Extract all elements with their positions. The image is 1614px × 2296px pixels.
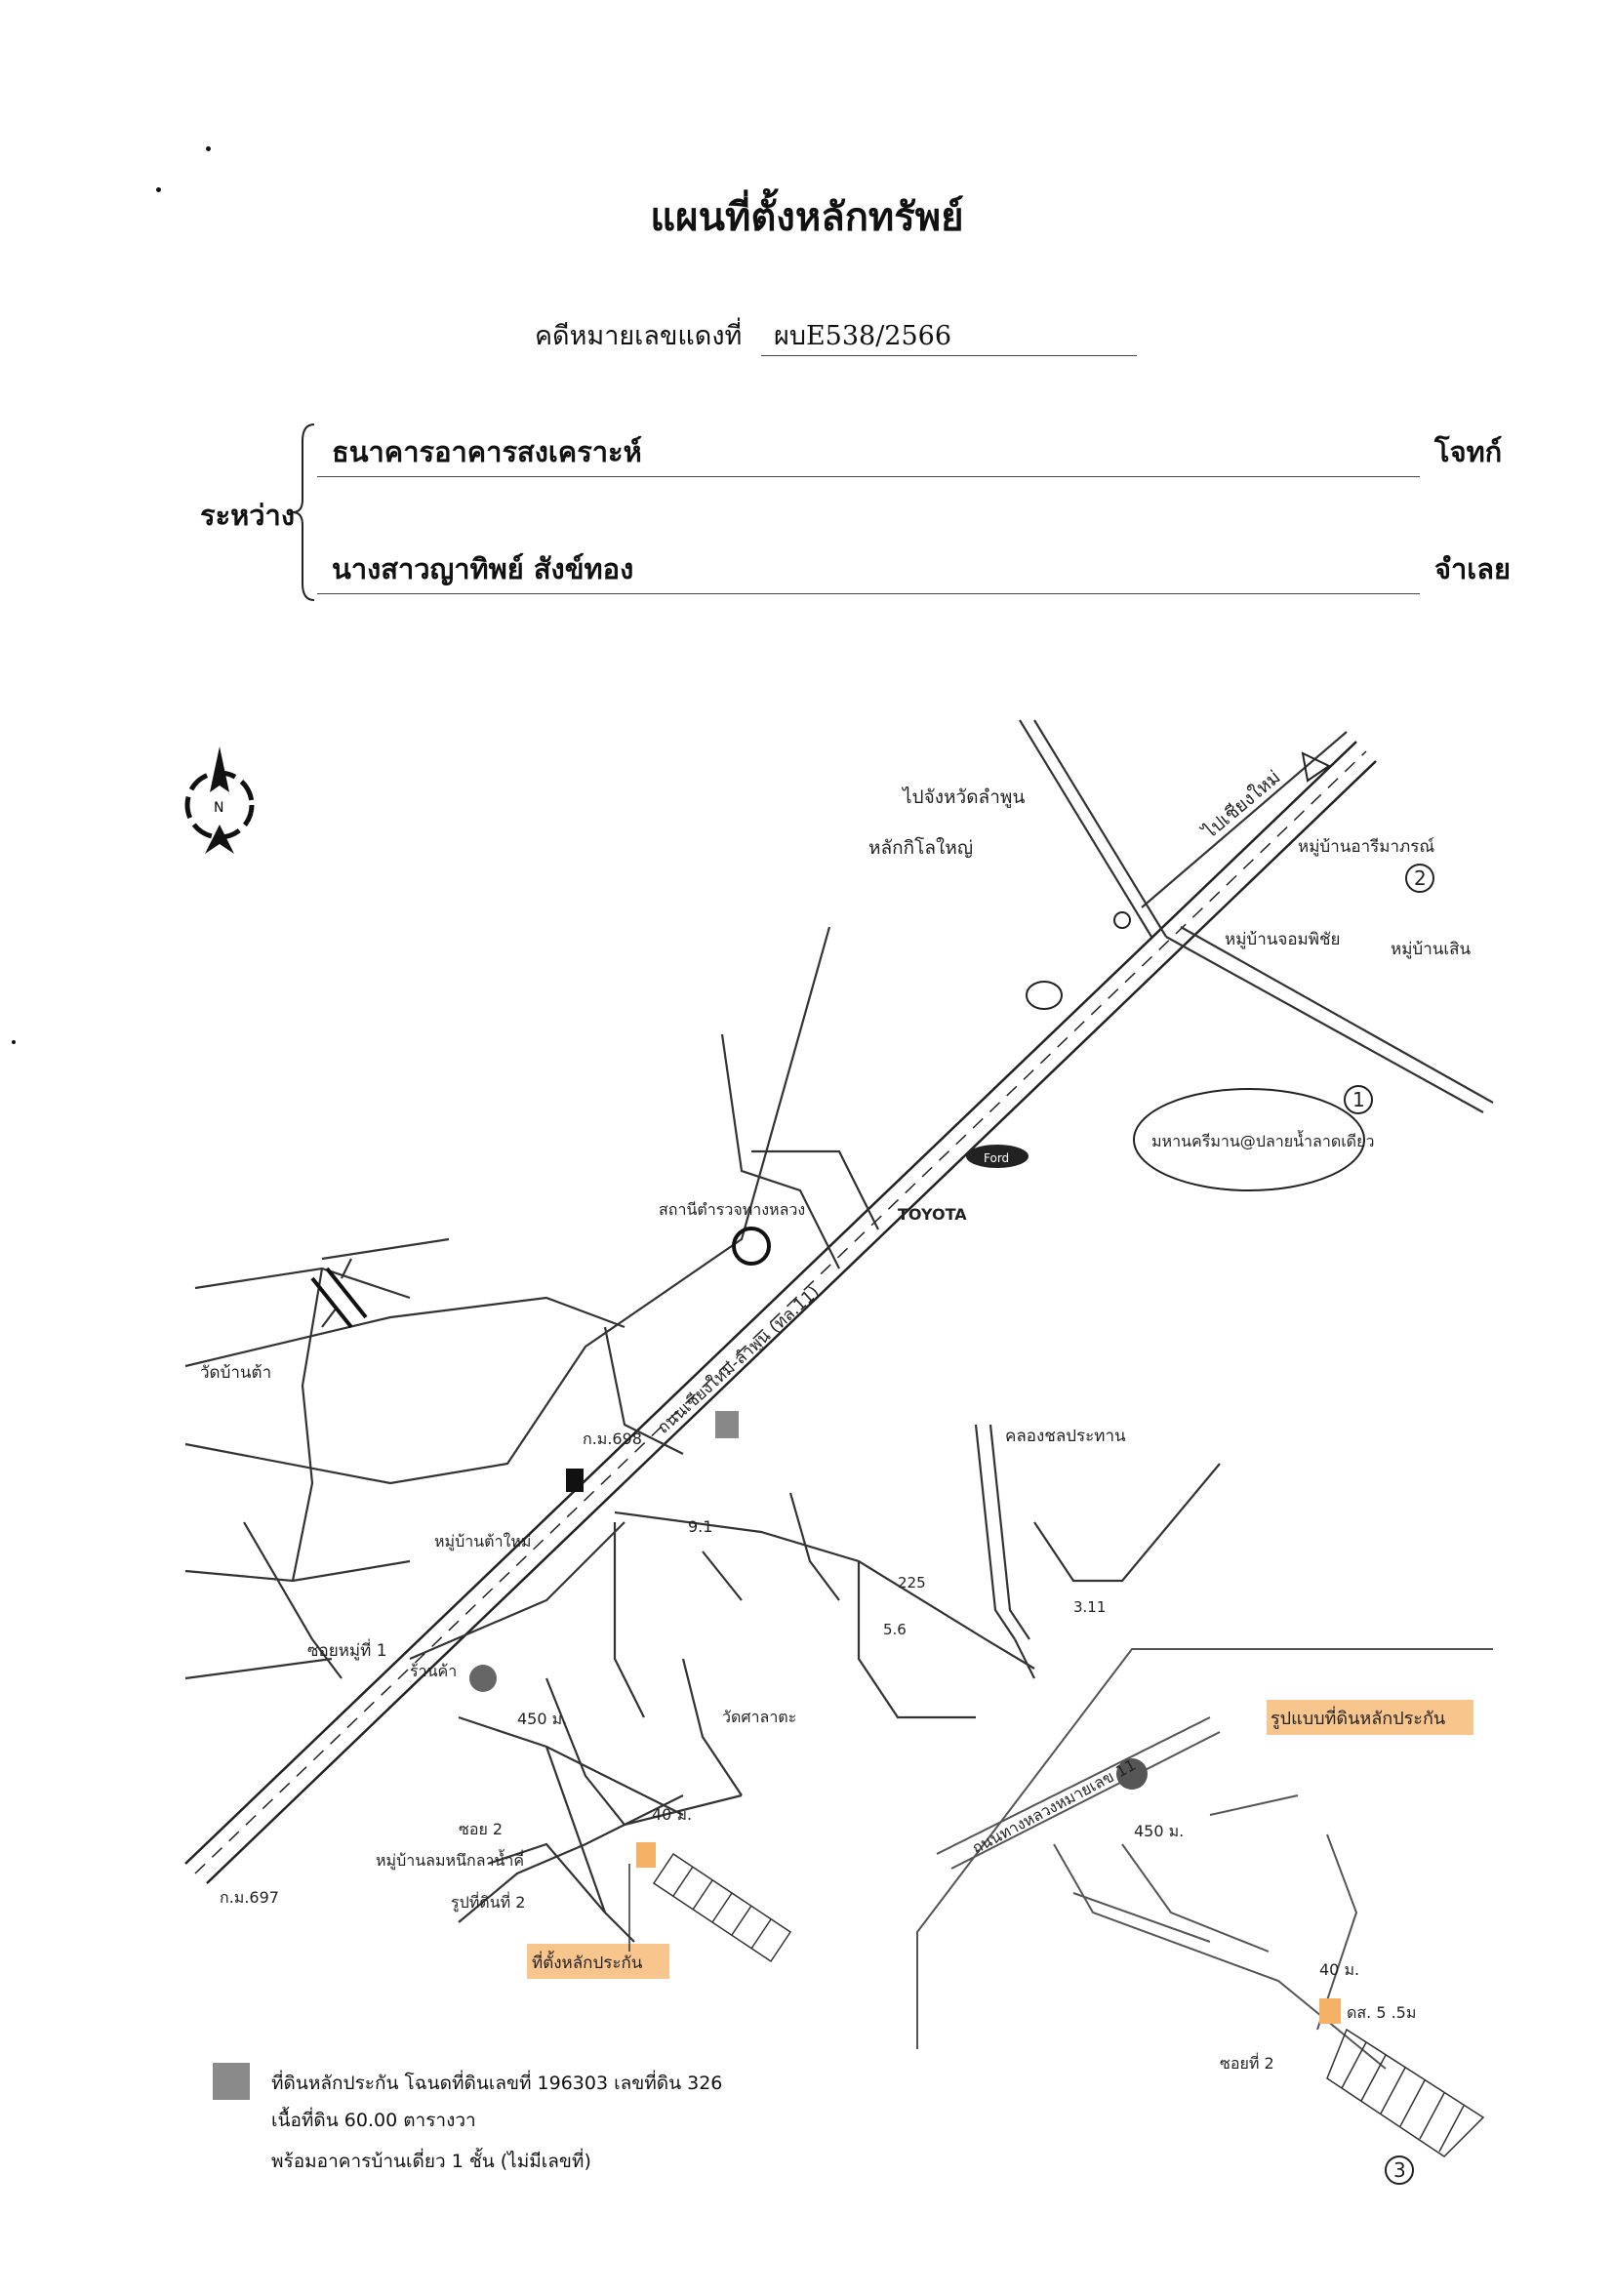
scan-speck — [12, 1040, 16, 1044]
between-brace — [292, 423, 315, 601]
main-property-marker — [636, 1842, 656, 1868]
marker-2-label: 2 — [1414, 866, 1427, 890]
inset-label-dist-40: 40 ม. — [1319, 1960, 1359, 1979]
label-soi-1: ซอยหมู่ที่ 1 — [307, 1638, 387, 1661]
legend-line-1: ที่ดินหลักประกัน โฉนดที่ดินเลขที่ 196303… — [271, 2073, 723, 2094]
plaintiff-name: ธนาคารอาคารสงเคราะห์ — [332, 435, 642, 468]
km-post-icon — [1113, 911, 1131, 929]
label-to-chiangmai: ไปเชียงใหม่ — [1198, 766, 1285, 844]
label-km698: ก.ม.698 — [583, 1430, 642, 1448]
label-to-lamphun: ไปจังหวัดลำพูน — [901, 786, 1025, 808]
landmark-1-ellipse — [1133, 1088, 1365, 1191]
label-km697: ก.ม.697 — [220, 1888, 279, 1907]
marker-3-circle — [1385, 2155, 1414, 2185]
label-village-b: หมู่บ้านจอมพิชัย — [1225, 930, 1340, 949]
label-wat-left: วัดบ้านต้า — [200, 1363, 271, 1383]
north-label: N — [214, 800, 223, 816]
label-road-inset: ถนนทางหลวงหมายเลข 11 — [969, 1755, 1139, 1858]
plaintiff-underline — [317, 476, 1420, 477]
page-title: แผนที่ตั้งหลักทรัพย์ — [650, 194, 964, 240]
temple-icon — [566, 1469, 584, 1492]
label-dist-40: 40 ม. — [652, 1805, 692, 1824]
defendant-role: จำเลย — [1434, 552, 1511, 585]
inset-label-soi: ซอยที่ 2 — [1220, 2052, 1274, 2073]
label-landmark-1: มหานครีมาน@ปลายน้ำลาดเดียว — [1151, 1130, 1374, 1150]
bridge-icon — [310, 1267, 368, 1329]
building-icon — [715, 1411, 739, 1438]
label-r-9: 9.1 — [688, 1517, 712, 1536]
label-r-225: 225 — [898, 1574, 926, 1591]
between-label: ระหว่าง — [200, 499, 295, 532]
marker-2-circle — [1405, 864, 1434, 893]
case-number-underline — [761, 355, 1137, 356]
shop-icon — [469, 1665, 497, 1692]
property-label-highlight — [527, 1944, 669, 1979]
plaintiff-role: โจทก์ — [1434, 435, 1503, 468]
north-arrow-icon: N — [184, 746, 255, 854]
label-r-56: 5.6 — [883, 1621, 907, 1638]
label-km-marker: หลักกิโลใหญ่ — [868, 836, 973, 859]
label-dist-450: 450 ม. — [517, 1710, 567, 1728]
legend-line-2: เนื้อที่ดิน 60.00 ตารางวา — [271, 2110, 476, 2131]
marker-3-label: 3 — [1393, 2158, 1406, 2182]
label-village-arm: หมู่บ้านอารีมาภรณ์ — [1298, 837, 1434, 857]
legend-line-3: พร้อมอาคารบ้านเดี่ยว 1 ชั้น (ไม่มีเลขที่… — [271, 2151, 591, 2172]
direction-arrow-icon — [1301, 751, 1331, 783]
label-police-station: สถานีตำรวจทางหลวง — [659, 1200, 805, 1219]
marker-1-circle — [1344, 1085, 1373, 1114]
pond-icon — [1026, 981, 1063, 1010]
label-village-main: หมู่บ้านลมหนึกลาน้ำคี่ — [376, 1849, 524, 1871]
label-shop: ร้านค้า — [410, 1662, 457, 1680]
label-property: ที่ตั้งหลักประกัน — [532, 1951, 643, 1973]
police-station-icon — [732, 1227, 771, 1266]
defendant-name: นางสาวญาทิพย์ สังข์ทอง — [332, 552, 634, 585]
label-r-311: 3.11 — [1073, 1598, 1106, 1616]
scan-speck — [156, 187, 161, 192]
secondary-roads — [184, 719, 1494, 1943]
scan-speck — [206, 146, 211, 151]
inset-property-parcel — [1326, 2028, 1485, 2157]
label-canal: คลองชลประทาน — [1005, 1427, 1126, 1446]
case-number-value: ผบE538/2566 — [774, 321, 952, 351]
label-ford: Ford — [984, 1151, 1009, 1165]
label-wat-right: วัดศาลาตะ — [722, 1708, 796, 1726]
label-soi-2: ซอย 2 — [459, 1820, 503, 1838]
label-village-c: หมู่บ้านเสิน — [1391, 940, 1472, 959]
inset-title: รูปแบบที่ดินหลักประกัน — [1271, 1706, 1445, 1729]
inset-frame — [916, 1648, 1493, 2070]
inset-shop-icon — [1116, 1758, 1148, 1790]
main-property-parcel — [652, 1852, 792, 1963]
case-number-label: คดีหมายเลขแดงที่ — [535, 321, 743, 351]
legend-swatch — [213, 2063, 250, 2100]
defendant-underline — [317, 593, 1420, 594]
inset-label-road: ดส. 5 .5ม — [1347, 2003, 1416, 2022]
label-village-left: หมู่บ้านต้าใหม่ — [434, 1532, 531, 1551]
label-toyota: TOYOTA — [898, 1205, 967, 1224]
inset-label-dist-450: 450 ม. — [1134, 1822, 1184, 1840]
inset-property-marker — [1319, 1998, 1341, 2024]
inset-title-highlight — [1267, 1700, 1473, 1735]
ford-logo-icon — [966, 1145, 1029, 1168]
marker-1-label: 1 — [1352, 1088, 1365, 1111]
label-soi-2b: รูปที่ดินที่ 2 — [451, 1891, 525, 1913]
